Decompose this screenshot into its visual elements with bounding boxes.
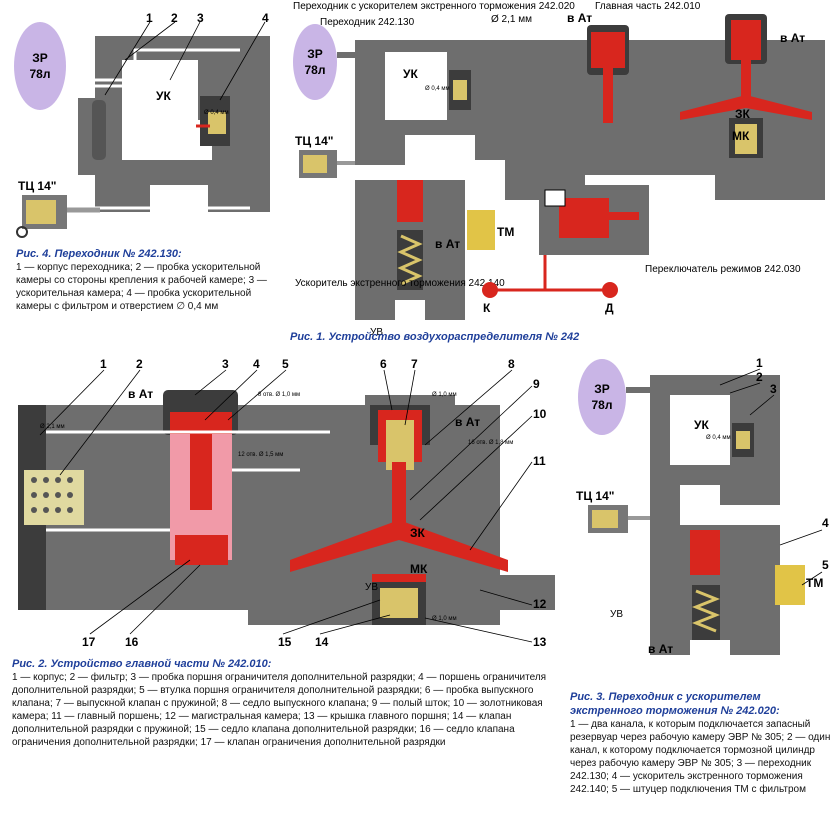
fig2-holes12: 12 отв. Ø 1,5 мм <box>238 452 283 458</box>
tank-label-1: ЗР <box>32 51 48 65</box>
fig1-k: К <box>483 301 491 315</box>
fig2-uv: УВ <box>365 582 378 593</box>
fig1-vat-1: в Ат <box>567 11 592 25</box>
fig2-main-body <box>18 395 555 625</box>
fig2-num-6: 6 <box>380 357 387 371</box>
fig3-title: Рис. 3. Переходник с ускорителем экстрен… <box>570 691 780 717</box>
fig3-orifice: Ø 0,4 мм <box>706 435 731 441</box>
fig1-caption-block: Рис. 1. Устройство воздухораспределителя… <box>290 330 620 344</box>
fig2-num-8: 8 <box>508 357 515 371</box>
part-number-3: 3 <box>197 11 204 25</box>
fig2-num-1: 1 <box>100 357 107 371</box>
fig2-holes16: 16 отв. Ø 1,8 мм <box>468 440 513 446</box>
fig2-vat-1: в Ат <box>128 387 153 401</box>
fig3-num-1: 1 <box>756 356 763 370</box>
fig1-tank-2: 78л <box>305 63 326 77</box>
tc-label: ТЦ 14" <box>18 179 56 193</box>
fig1-uk: УК <box>403 67 418 81</box>
tank-label-2: 78л <box>30 67 51 81</box>
fig2-num-7: 7 <box>411 357 418 371</box>
fig2-num-16: 16 <box>125 635 139 649</box>
fig4-caption-block: Рис. 4. Переходник № 242.130: 1 — корпус… <box>16 247 274 313</box>
fig1-vat-3: в Ат <box>435 237 460 251</box>
fig2-num-13: 13 <box>533 635 547 649</box>
fig3-num-4: 4 <box>822 516 829 530</box>
fig3-tank-2: 78л <box>592 398 613 412</box>
fig1-adapter-label: Переходник 242.130 <box>320 17 415 28</box>
fig2-holes8: 8 отв. Ø 1,0 мм <box>258 392 300 398</box>
fig2-zk: ЗК <box>410 526 426 540</box>
fig3-reservoir <box>578 359 626 435</box>
fig2-d21: Ø 2,1 мм <box>40 424 65 430</box>
fig1-mk-label: МК <box>732 129 750 143</box>
fig3-uv: УВ <box>610 609 623 620</box>
fig2-num-12: 12 <box>533 597 547 611</box>
fig4-caption: 1 — корпус переходника; 2 — пробка ускор… <box>16 262 267 312</box>
fig1-main-body <box>505 40 825 200</box>
fig3-tank-1: ЗР <box>594 382 610 396</box>
fig2-num-4: 4 <box>253 357 260 371</box>
fig3-diagram: ЗР 78л УК Ø 0,4 мм ТЦ 14" ТМ в Ат УВ 1 2… <box>576 356 829 656</box>
fig3-tm: ТМ <box>806 576 823 590</box>
fig3-tc: ТЦ 14" <box>576 489 614 503</box>
fig1-tm: ТМ <box>497 225 514 239</box>
fig1-d: Д <box>605 301 614 315</box>
fig3-num-3: 3 <box>770 382 777 396</box>
fig2-num-3: 3 <box>222 357 229 371</box>
adapter-body <box>78 36 270 212</box>
fig3-caption-block: Рис. 3. Переходник с ускорителем экстрен… <box>570 690 832 796</box>
fig2-diagram: Ø 2,1 мм в Ат 8 отв. Ø 1,0 мм Ø 1,0 мм в… <box>18 357 555 649</box>
fig2-d10b: Ø 1,0 мм <box>432 616 457 622</box>
fig2-num-14: 14 <box>315 635 329 649</box>
part-number-4: 4 <box>262 11 269 25</box>
fig1-d21: Ø 2,1 мм <box>491 14 532 25</box>
fig3-uk: УК <box>694 418 709 432</box>
fig3-num-2: 2 <box>756 370 763 384</box>
uk-label: УК <box>156 89 171 103</box>
reservoir-tank <box>14 22 66 110</box>
fig2-caption-block: Рис. 2. Устройство главной части № 242.0… <box>12 657 552 749</box>
fig1-zk-label: ЗК <box>735 107 751 121</box>
fig1-adapter-accel-label: Переходник с ускорителем экстренного тор… <box>293 1 575 12</box>
fig1-accel-label: Ускоритель экстренного торможения 242.14… <box>295 278 505 289</box>
orifice-label: Ø 0,4 мм <box>204 110 229 116</box>
fig1-orifice: Ø 0,4 мм <box>425 86 450 92</box>
fig2-num-2: 2 <box>136 357 143 371</box>
fig2-title: Рис. 2. Устройство главной части № 242.0… <box>12 658 272 670</box>
fig3-vat: в Ат <box>648 642 673 656</box>
fig2-mk: МК <box>410 562 428 576</box>
fig1-vat-2: в Ат <box>780 31 805 45</box>
fig1-main-part-label: Главная часть 242.010 <box>595 1 701 12</box>
fig2-caption: 1 — корпус; 2 — фильтр; 3 — пробка поршн… <box>12 672 547 748</box>
fig1-tank-1: ЗР <box>307 47 323 61</box>
fig1-tc: ТЦ 14" <box>295 134 333 148</box>
fig1-reservoir <box>293 24 337 100</box>
fig2-vat-2: в Ат <box>455 415 480 429</box>
fig4-title: Рис. 4. Переходник № 242.130: <box>16 248 182 260</box>
fig2-d10: Ø 1,0 мм <box>432 392 457 398</box>
fig2-num-17: 17 <box>82 635 96 649</box>
fig2-num-11: 11 <box>533 454 546 468</box>
fig3-caption: 1 — два канала, к которым подключается з… <box>570 719 831 795</box>
fig3-num-5: 5 <box>822 558 829 572</box>
accel-chamber <box>122 60 198 160</box>
fig2-num-15: 15 <box>278 635 292 649</box>
fig2-num-9: 9 <box>533 377 540 391</box>
fig1-diagram: Переходник с ускорителем экстренного тор… <box>293 1 825 338</box>
fig4-diagram: ЗР 78л 1 2 3 4 УК Ø 0,4 мм ТЦ 14" <box>14 11 270 238</box>
filter-plug <box>208 112 226 134</box>
fig1-title: Рис. 1. Устройство воздухораспределителя… <box>290 331 580 343</box>
fig2-num-10: 10 <box>533 407 547 421</box>
fig2-num-5: 5 <box>282 357 289 371</box>
part-number-1: 1 <box>146 11 153 25</box>
fig1-uv: УВ <box>370 327 383 338</box>
fig2-part-numbers-top: 1 2 3 4 5 6 7 8 <box>100 357 515 371</box>
part-number-2: 2 <box>171 11 178 25</box>
fig1-switch-label: Переключатель режимов 242.030 <box>645 264 801 275</box>
